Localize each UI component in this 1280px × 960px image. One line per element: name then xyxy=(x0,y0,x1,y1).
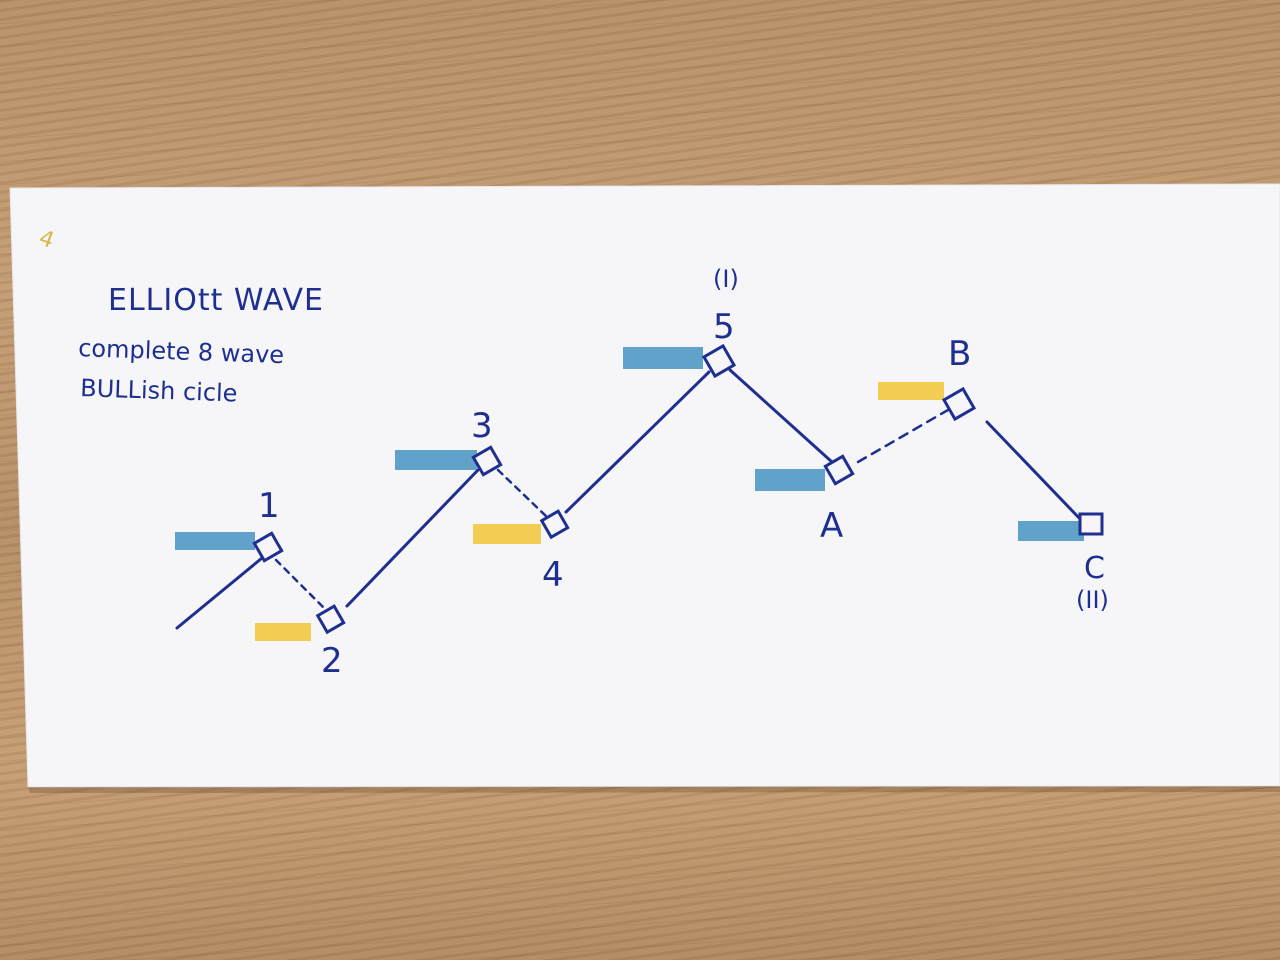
wave-line-a-to-b xyxy=(856,408,950,464)
pivot-marker-3 xyxy=(471,445,503,477)
pivot-marker-1 xyxy=(252,531,284,563)
wave-label-5-group: (I) xyxy=(713,265,739,293)
pivot-marker-c xyxy=(1078,512,1104,536)
highlight-wave-b xyxy=(878,382,944,400)
wave-label-5: 5 xyxy=(713,307,735,347)
pivot-markers xyxy=(252,343,1104,635)
highlight-wave-3 xyxy=(395,450,477,470)
diagram-title: ELLIOtt WAVE xyxy=(108,283,324,318)
paper-shadow xyxy=(28,786,1280,793)
wave-label-3: 3 xyxy=(471,406,493,446)
pivot-marker-5 xyxy=(701,343,737,379)
diagram-subtitle-line-2: BULLish cicle xyxy=(80,374,238,407)
pivot-marker-4 xyxy=(539,509,570,540)
wave-label-b: B xyxy=(948,334,971,374)
pivot-marker-a xyxy=(823,454,855,486)
wave-line-1-to-2 xyxy=(274,558,328,612)
highlight-wave-a xyxy=(755,469,825,491)
pivot-marker-b xyxy=(941,386,977,422)
paper-sheet xyxy=(9,183,1280,788)
wave-line-5-to-a xyxy=(728,368,834,464)
highlight-marks xyxy=(175,347,1084,641)
wave-label-c: C xyxy=(1084,551,1105,586)
wave-label-a: A xyxy=(820,506,843,546)
highlight-wave-2 xyxy=(255,623,311,641)
highlight-wave-c xyxy=(1018,521,1084,541)
wave-line-3-to-4 xyxy=(496,468,550,520)
wave-line-b-to-c xyxy=(985,420,1084,523)
highlight-wave-5 xyxy=(623,347,703,369)
wave-labels: 1 2 3 4 5 (I) A B C (II) xyxy=(258,265,1109,681)
wave-path xyxy=(175,368,1084,630)
highlight-wave-4 xyxy=(473,524,541,544)
wave-line-start-to-1 xyxy=(175,556,264,630)
wave-line-2-to-3 xyxy=(345,468,480,608)
wave-line-4-to-5 xyxy=(564,370,711,514)
highlight-wave-1 xyxy=(175,532,255,550)
wave-label-1: 1 xyxy=(258,486,280,526)
pivot-marker-2 xyxy=(315,604,346,635)
wave-label-c-group: (II) xyxy=(1076,586,1109,614)
wave-label-4: 4 xyxy=(542,555,564,595)
wave-label-2: 2 xyxy=(321,641,343,681)
